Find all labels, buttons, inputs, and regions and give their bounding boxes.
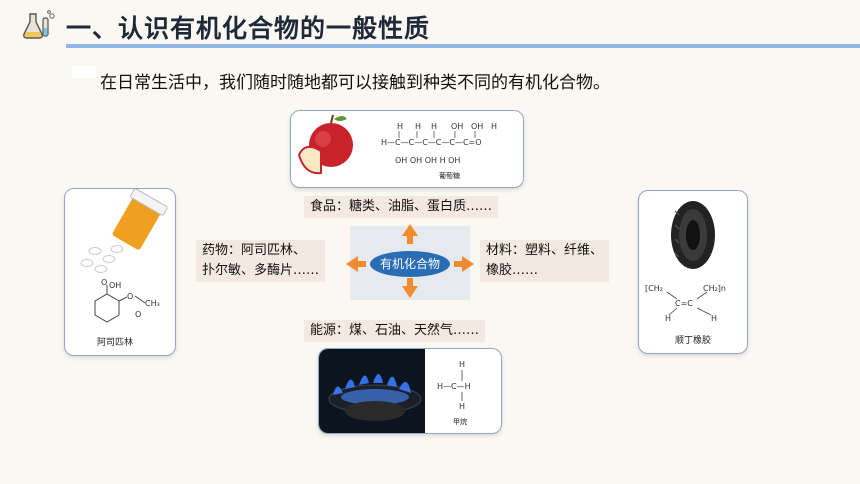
- svg-text:H: H: [665, 314, 671, 323]
- intro-text: 在日常生活中，我们随时随地都可以接触到种类不同的有机化合物。: [100, 73, 610, 93]
- arrow-up: [402, 224, 418, 244]
- intro-marker: [72, 66, 96, 78]
- aspirin-caption: 阿司匹林: [97, 338, 134, 348]
- food-label: 食品：糖类、油脂、蛋白质……: [304, 196, 499, 218]
- apple-glucose-illustration: H H H OH OH H H—C—C—C—C—C—C=O OH OH OH H OH: [297, 114, 497, 175]
- svg-text:C=C: C=C: [675, 299, 693, 308]
- energy-label: 能源：煤、石油、天然气……: [304, 320, 486, 342]
- arrow-right: [454, 256, 474, 272]
- svg-text:O: O: [135, 310, 141, 319]
- title-underline: [66, 44, 860, 48]
- arrows: [346, 224, 474, 298]
- energy-card: H H—C—H H 甲烷: [318, 348, 502, 434]
- svg-text:H: H: [431, 122, 437, 131]
- svg-text:H—C—C—C—C—C—C=O: H—C—C—C—C—C—C=O: [381, 138, 482, 147]
- page-title: 一、认识有机化合物的一般性质: [66, 14, 431, 43]
- medicine-label: 药物：阿司匹林、 扑尔敏、多酶片……: [196, 240, 326, 282]
- medicine-label-line2: 扑尔敏、多酶片……: [202, 263, 320, 278]
- center-ellipse: [370, 251, 450, 277]
- materials-label: 材料：塑料、纤维、 橡胶……: [480, 240, 610, 282]
- glucose-caption: 葡萄糖: [439, 172, 460, 180]
- methane-caption: 甲烷: [453, 418, 467, 426]
- materials-card: [CH₂ CH₂]n C=C H H 顺丁橡胶: [638, 190, 748, 354]
- svg-text:[CH₂: [CH₂: [645, 284, 663, 293]
- svg-text:H: H: [491, 122, 497, 131]
- svg-text:O: O: [101, 278, 107, 287]
- medicine-label-line1: 药物：阿司匹林、: [202, 243, 307, 258]
- svg-text:H: H: [415, 122, 421, 131]
- materials-label-line1: 材料：塑料、纤维、: [486, 243, 604, 258]
- arrow-down: [402, 278, 418, 298]
- svg-text:OH: OH: [451, 122, 463, 131]
- tire-rubber-illustration: [CH₂ CH₂]n C=C H H: [645, 201, 726, 323]
- svg-text:CH₃: CH₃: [145, 299, 160, 308]
- center-diagram: 有机化合物: [346, 224, 474, 298]
- center-label: 有机化合物: [380, 256, 440, 271]
- svg-text:OH: OH: [109, 281, 121, 290]
- svg-text:OH OH OH H OH: OH OH OH H OH: [395, 156, 460, 165]
- svg-text:H: H: [459, 360, 465, 369]
- medicine-card: OH O O CH₃ O 阿司匹林: [64, 188, 176, 356]
- svg-text:CH₂]n: CH₂]n: [703, 284, 726, 293]
- materials-label-line2: 橡胶……: [486, 263, 539, 278]
- svg-text:OH: OH: [471, 122, 483, 131]
- svg-text:H: H: [711, 314, 717, 323]
- arrow-left: [346, 256, 366, 272]
- svg-text:H—C—H: H—C—H: [437, 382, 471, 391]
- svg-text:H: H: [397, 122, 403, 131]
- chemistry-flask-icon: [23, 10, 55, 39]
- svg-text:H: H: [459, 402, 465, 411]
- rubber-caption: 顺丁橡胶: [675, 336, 712, 346]
- svg-text:O: O: [127, 292, 133, 301]
- pills-aspirin-illustration: OH O O CH₃ O: [80, 188, 168, 323]
- gas-flame-methane-illustration: H H—C—H H: [319, 349, 471, 433]
